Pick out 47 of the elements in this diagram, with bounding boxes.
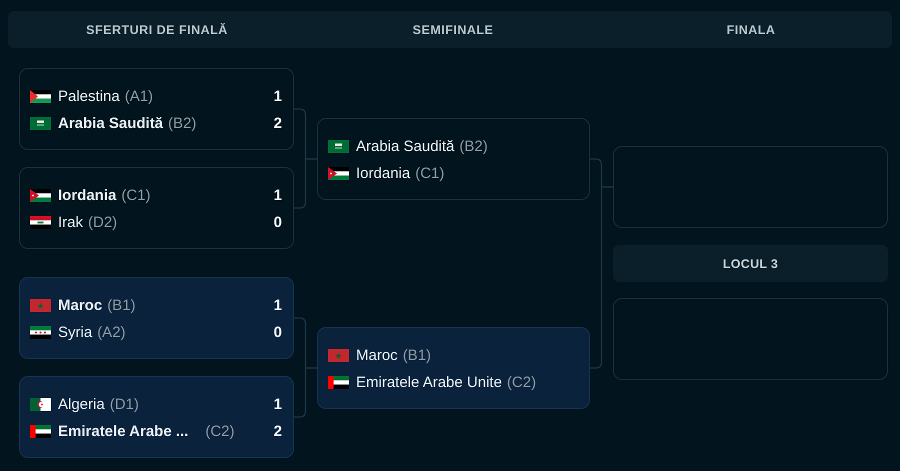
match-card (19, 277, 294, 359)
section-header: LOCUL 3 (613, 245, 888, 282)
seed-label: (A2) (97, 324, 126, 340)
seed-label: (B2) (168, 114, 196, 132)
score: 1 (274, 186, 282, 204)
seed-label: (B1) (107, 296, 136, 314)
score: 2 (274, 114, 282, 132)
match-card (613, 298, 888, 380)
seed-label: (B1) (402, 346, 432, 364)
match-card (317, 118, 590, 200)
column-heading: FINALA (726, 22, 776, 36)
seed-label: (D2) (88, 214, 118, 230)
match-card (19, 68, 294, 150)
team-name: Emiratele Arabe ... (58, 422, 188, 440)
team-name: Arabia Saudită (356, 138, 454, 154)
team-name: Palestina (58, 88, 120, 104)
column-heading: SEMIFINALE (412, 22, 494, 36)
team-name: Iordania (356, 164, 410, 182)
team-name: Arabia Saudită (58, 114, 164, 132)
seed-label: (C1) (415, 164, 444, 182)
score: 1 (274, 296, 282, 314)
team-name: Algeria (58, 396, 105, 412)
seed-label: (C1) (121, 186, 151, 204)
match-card (613, 146, 888, 228)
bracket-line (590, 186, 613, 369)
column-heading: SFERTURI DE FINALĂ (86, 22, 228, 36)
seed-label: (C2) (506, 374, 536, 390)
seed-label: (D1) (110, 396, 139, 412)
match-card (317, 327, 590, 409)
score: 2 (274, 422, 282, 440)
team-name: Maroc (356, 346, 398, 364)
score: 0 (274, 324, 282, 340)
bracket-line (294, 158, 317, 209)
seed-label: (B2) (459, 138, 488, 154)
team-name: Maroc (58, 296, 102, 314)
match-card (19, 376, 294, 458)
team-name: Irak (58, 214, 84, 230)
team-name: Emiratele Arabe Unite (356, 374, 502, 390)
bracket-line (294, 367, 317, 418)
team-name: Syria (58, 324, 92, 340)
team-name: Iordania (58, 186, 116, 204)
score: 1 (274, 88, 282, 104)
score: 1 (274, 396, 282, 412)
score: 0 (274, 214, 282, 230)
seed-label: (A1) (124, 88, 154, 104)
seed-label: (C2) (205, 422, 235, 440)
match-card (19, 167, 294, 249)
